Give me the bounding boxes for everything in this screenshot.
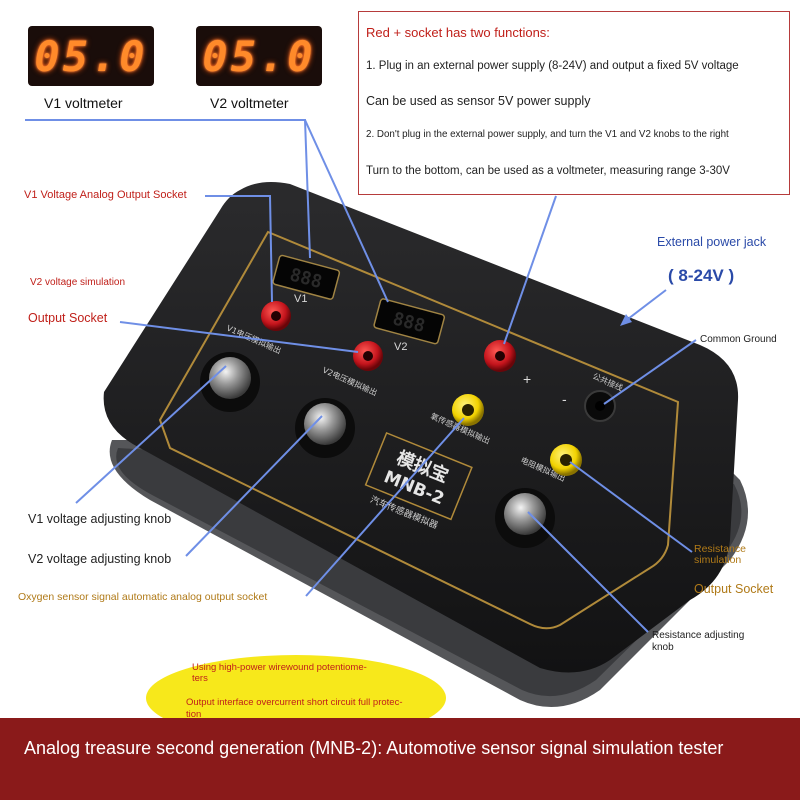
- device-body: [103, 182, 739, 673]
- socket-yellow-resistance: [550, 444, 582, 476]
- callout-line-output-socket: [119, 321, 359, 353]
- callout-line-v1-knob: [75, 365, 227, 504]
- knob-v2: [295, 398, 355, 458]
- callout-line-voltmeters-2: [304, 119, 389, 303]
- red-socket-info-box: [358, 11, 790, 195]
- label-output-socket-right: Output Socket: [694, 582, 774, 596]
- callout-line-v1-socket: [205, 195, 273, 303]
- v2-voltmeter-display: 05.0: [196, 26, 322, 86]
- knob-v1: [200, 352, 260, 412]
- device-mark-v1: V1: [294, 293, 307, 305]
- knob-resistance: [495, 488, 555, 548]
- info-line-1: 1. Plug in an external power supply (8-2…: [366, 60, 739, 72]
- panel-border: [158, 230, 680, 630]
- socket-red-plus: [484, 340, 516, 372]
- socket-yellow-oxygen: [452, 394, 484, 426]
- device-mark-v2: V2: [394, 341, 407, 353]
- callout-line-ground: [603, 339, 697, 405]
- label-resistance-simulation-2: simulation: [694, 554, 742, 566]
- device-display-v1: 888: [272, 254, 341, 300]
- banner-title: Analog treasure second generation (MNB-2…: [24, 738, 724, 758]
- label-v1-knob: V1 voltage adjusting knob: [28, 512, 172, 526]
- v1-voltmeter-label: V1 voltmeter: [44, 95, 123, 111]
- label-power-range: ( 8-24V ): [668, 266, 735, 285]
- bottom-banner: [0, 718, 800, 800]
- v2-voltmeter-label: V2 voltmeter: [210, 95, 289, 111]
- device-mark-plus: +: [523, 371, 531, 387]
- v1-voltmeter-reading: 05.0: [34, 31, 148, 81]
- socket-red-v1: [261, 301, 291, 331]
- callout-line-resistance-sim: [569, 461, 693, 553]
- info-line-4: Turn to the bottom, can be used as a vol…: [366, 165, 730, 177]
- callout-line-resistance-knob: [527, 511, 649, 633]
- label-resistance-knob-2: knob: [652, 642, 674, 653]
- label-common-ground: Common Ground: [700, 334, 777, 345]
- device-mark-minus: -: [562, 391, 567, 407]
- socket-black-ground: [584, 390, 616, 422]
- label-resistance-simulation-1: Resistance: [694, 543, 746, 555]
- info-title: Red + socket has two functions:: [366, 25, 550, 40]
- callout-line-v2-knob: [185, 415, 323, 557]
- v2-voltmeter-reading: 05.0: [202, 31, 316, 81]
- info-line-2: Can be used as sensor 5V power supply: [366, 94, 591, 108]
- feature-line-2b: tion: [186, 709, 202, 720]
- label-v2-knob: V2 voltage adjusting knob: [28, 552, 172, 566]
- label-resistance-knob-1: Resistance adjusting: [652, 630, 745, 641]
- callout-line-oxygen: [305, 417, 465, 597]
- device-display-v2: 888: [373, 298, 446, 345]
- socket-red-v2: [353, 341, 383, 371]
- label-v2-voltage-simulation: V2 voltage simulation: [30, 277, 126, 288]
- label-external-power-jack: External power jack: [657, 235, 767, 249]
- feature-line-1b: ters: [192, 673, 208, 684]
- callout-line-plus-socket: [503, 195, 557, 345]
- feature-line-1a: Using high-power wirewound potentiome-: [192, 662, 367, 673]
- v1-voltmeter-display: 05.0: [28, 26, 154, 86]
- label-v1-analog-output-socket: V1 Voltage Analog Output Socket: [24, 189, 187, 201]
- power-jack-arrow: [623, 289, 667, 323]
- label-output-socket-left: Output Socket: [28, 311, 108, 325]
- label-oxygen-sensor: Oxygen sensor signal automatic analog ou…: [18, 591, 268, 603]
- feature-line-2a: Output interface overcurrent short circu…: [186, 697, 403, 708]
- info-line-3: 2. Don't plug in the external power supp…: [366, 129, 729, 140]
